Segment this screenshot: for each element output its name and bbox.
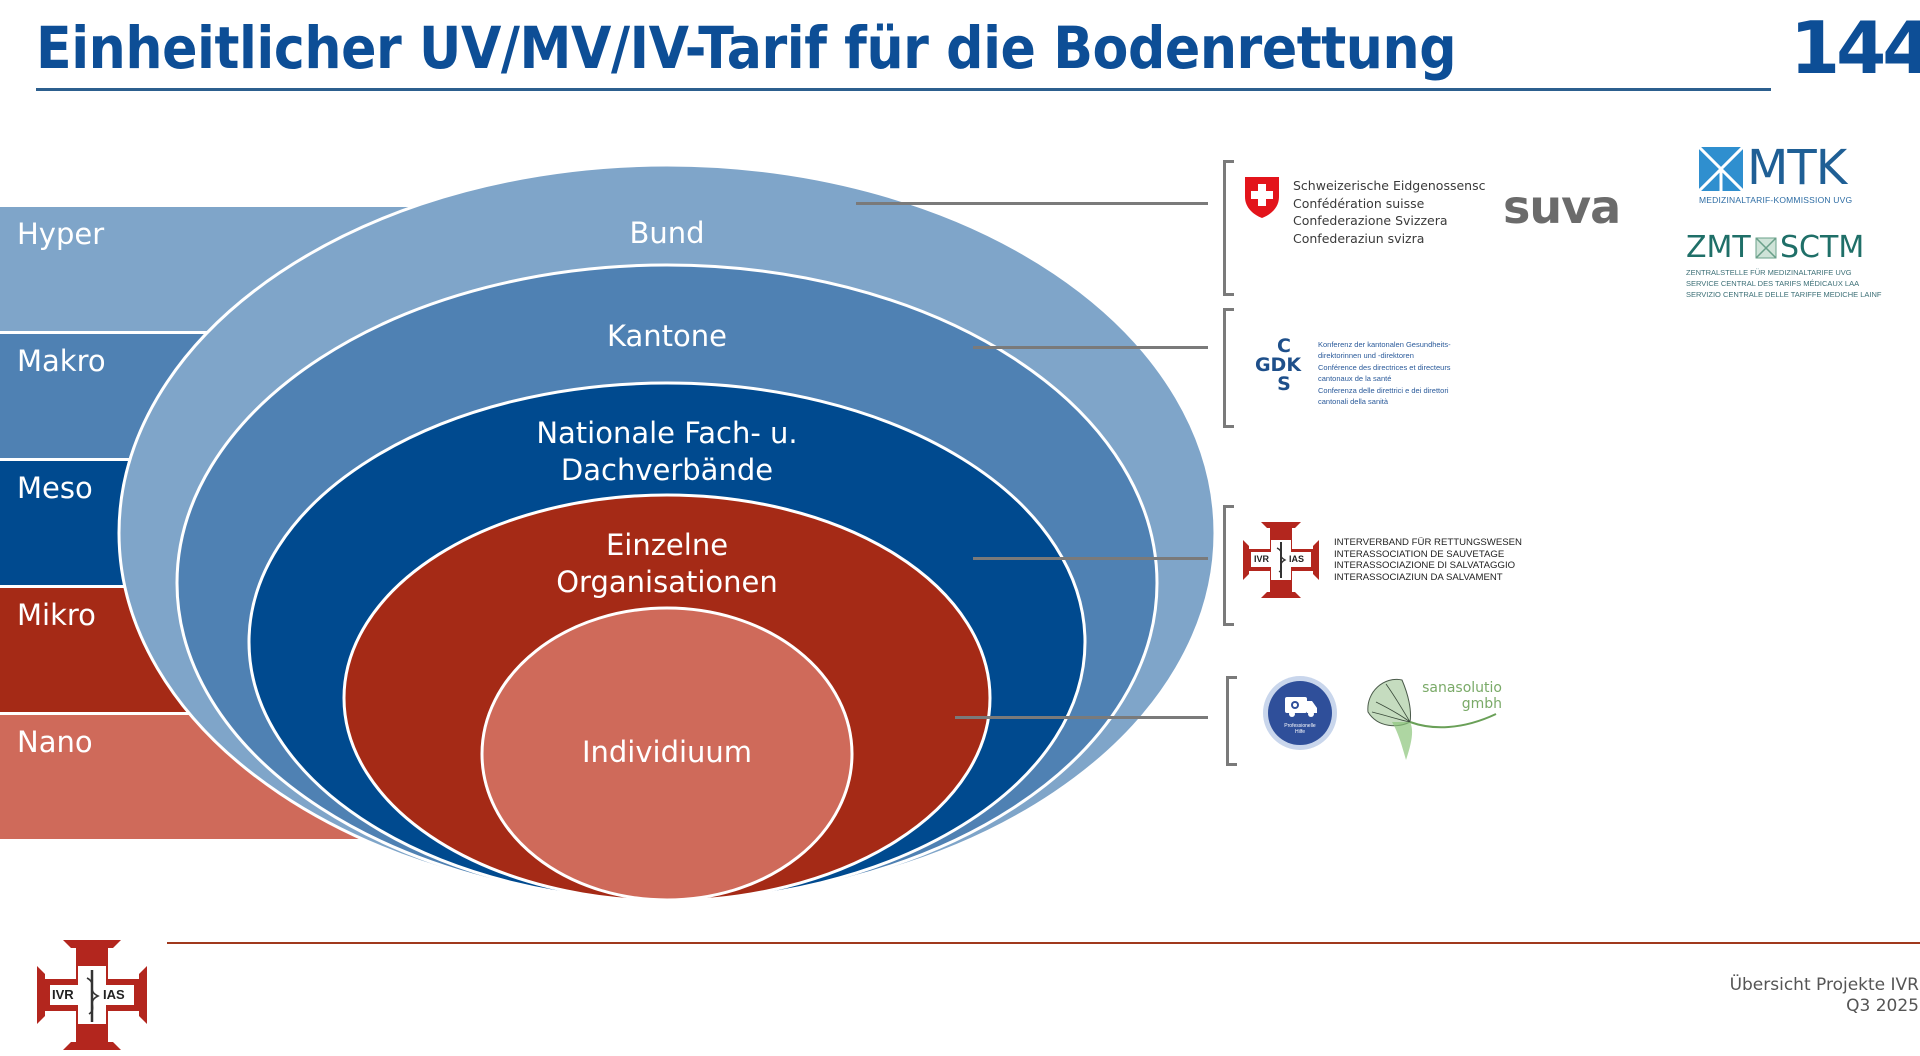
confederation-line-it: Confederazione Svizzera bbox=[1293, 213, 1448, 228]
gdk-letters-middle: GDK bbox=[1254, 354, 1302, 376]
gdk-line-1: Konferenz der kantonalen Gesundheits- bbox=[1318, 340, 1451, 349]
confederation-line-fr: Confédération suisse bbox=[1293, 195, 1425, 211]
mtk-subtitle: MEDIZINALTARIF-KOMMISSION UVG bbox=[1699, 195, 1853, 205]
footer-rule bbox=[167, 942, 1920, 944]
ambulance-badge-icon bbox=[1263, 676, 1337, 750]
sctm-wordmark: SCTM bbox=[1780, 230, 1865, 265]
ring-label-line: Einzelne bbox=[605, 528, 729, 562]
bracket-verbaende bbox=[1223, 505, 1234, 626]
ivr-cross-icon bbox=[37, 940, 147, 1050]
level-label: Mikro bbox=[17, 598, 96, 632]
bracket-bund bbox=[1223, 160, 1234, 296]
ring-label-4: Individiuum bbox=[467, 734, 867, 771]
ginkgo-leaf-icon bbox=[1367, 678, 1497, 760]
ivr-line-rm: INTERASSOCIAZIUN DA SALVAMENT bbox=[1334, 571, 1503, 583]
sanasolutio-line-1: sanasolutio bbox=[1422, 680, 1502, 696]
ivr-badge-right: IAS bbox=[1289, 554, 1305, 564]
sanasolutio-line-2: gmbh bbox=[1461, 696, 1502, 712]
page-number: 144 bbox=[1790, 6, 1920, 90]
ring-label-line: Dachverbände bbox=[560, 453, 774, 487]
ring-label-0: Bund bbox=[467, 215, 867, 252]
title-underline bbox=[36, 88, 1771, 91]
bracket-kantone bbox=[1223, 308, 1234, 428]
sanasolutio-logo: sanasolutio gmbh bbox=[1362, 672, 1512, 762]
ivr-line-it: INTERASSOCIAZIONE DI SALVATAGGIO bbox=[1334, 560, 1516, 571]
mtk-emblem-icon bbox=[1699, 147, 1743, 191]
level-label: Hyper bbox=[17, 217, 105, 251]
ring-label-1: Kantone bbox=[467, 318, 867, 355]
gdk-line-2: direktorinnen und -direktoren bbox=[1318, 350, 1414, 360]
confederation-line-rm: Confederaziun svizra bbox=[1293, 230, 1425, 246]
suva-logo: suva bbox=[1503, 180, 1621, 234]
professionelle-hilfe-logo: Professionelle Hilfe bbox=[1262, 675, 1338, 756]
zmt-wordmark: ZMT bbox=[1686, 230, 1751, 265]
ivr-line-de: INTERVERBAND FÜR RETTUNGSWESEN bbox=[1334, 537, 1522, 548]
ring-label-line: Bund bbox=[629, 216, 705, 250]
gdk-line-3: Conférence des directrices et directeurs bbox=[1318, 363, 1451, 372]
gdk-letter-bottom: S bbox=[1277, 373, 1291, 395]
footer-logo-right: IAS bbox=[103, 987, 125, 1002]
level-label: Meso bbox=[17, 471, 93, 505]
swiss-shield-icon bbox=[1245, 177, 1279, 218]
ring-4 bbox=[480, 606, 854, 902]
ivr-cross-icon bbox=[1243, 522, 1319, 598]
ring-label-line: Nationale Fach- u. bbox=[536, 416, 798, 450]
connector-organisationen bbox=[955, 716, 1208, 719]
footer-ivr-logo: IVR IAS bbox=[37, 940, 147, 1055]
ring-label-line: Individiuum bbox=[581, 735, 753, 769]
ring-label-line: Organisationen bbox=[556, 565, 778, 599]
connector-bund bbox=[856, 202, 1208, 205]
footer-line-1: Übersicht Projekte IVR bbox=[1729, 975, 1919, 995]
ring-label-line: Kantone bbox=[607, 319, 727, 353]
confederation-line-de: Schweizerische Eidgenossensc bbox=[1293, 178, 1486, 193]
footer-logo-left: IVR bbox=[52, 987, 74, 1002]
zmt-line-fr: SERVICE CENTRAL DES TARIFS MÉDICAUX LAA bbox=[1686, 279, 1860, 288]
professionelle-hilfe-line-2: Hilfe bbox=[1294, 729, 1305, 735]
level-label: Nano bbox=[17, 725, 93, 759]
ivr-line-fr: INTERASSOCIATION DE SAUVETAGE bbox=[1334, 548, 1505, 560]
bracket-organisationen bbox=[1226, 676, 1237, 766]
ring-label-2: Nationale Fach- u.Dachverbände bbox=[467, 415, 867, 489]
professionelle-hilfe-line-1: Professionelle bbox=[1284, 723, 1316, 729]
connector-kantone bbox=[973, 346, 1208, 349]
connector-verbaende bbox=[973, 557, 1208, 560]
page-title: Einheitlicher UV/MV/IV-Tarif für die Bod… bbox=[36, 14, 1457, 82]
gdk-letter-top: C bbox=[1277, 335, 1291, 357]
gdk-line-5: Conferenza delle direttrici e dei dirett… bbox=[1318, 386, 1449, 395]
gdk-line-4: cantonaux de la santé bbox=[1318, 373, 1392, 383]
zmt-emblem-icon bbox=[1755, 237, 1777, 259]
footer-line-2: Q3 2025 bbox=[1846, 996, 1919, 1016]
ivr-badge-left: IVR bbox=[1254, 554, 1270, 564]
zmt-line-it: SERVIZIO CENTRALE DELLE TARIFFE MEDICHE … bbox=[1686, 290, 1882, 299]
suva-wordmark: suva bbox=[1503, 180, 1621, 234]
zmt-line-de: ZENTRALSTELLE FÜR MEDIZINALTARIFE UVG bbox=[1686, 268, 1852, 277]
mtk-wordmark: MTK bbox=[1747, 140, 1847, 196]
gdk-line-6: cantonali della sanità bbox=[1318, 396, 1389, 406]
level-label: Makro bbox=[17, 344, 106, 378]
footer-caption: Übersicht Projekte IVR Q3 2025 bbox=[1730, 975, 1920, 1017]
